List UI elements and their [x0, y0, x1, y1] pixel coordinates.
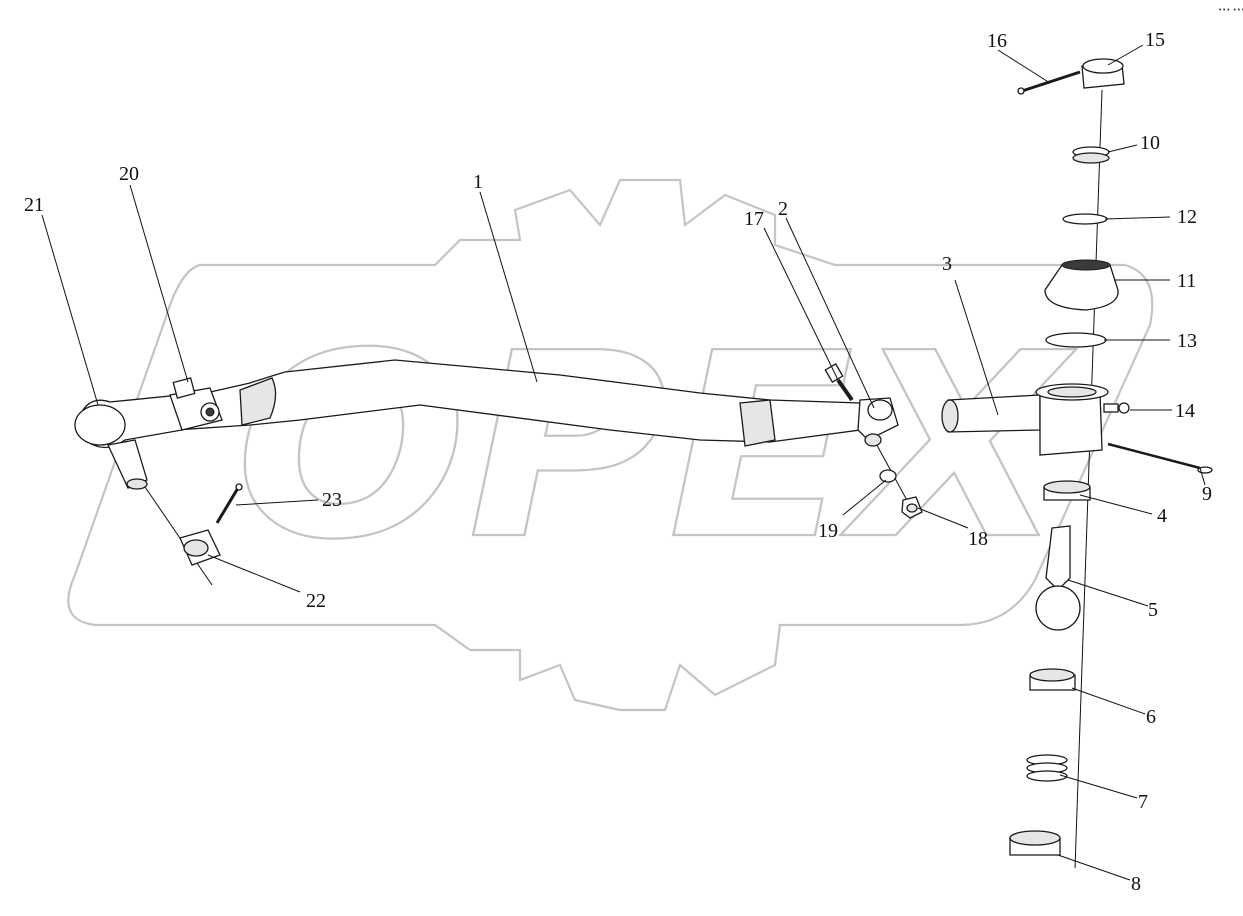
- callout-12: 12: [1177, 206, 1197, 228]
- callout-16: 16: [987, 30, 1007, 52]
- callout-13: 13: [1177, 330, 1197, 352]
- clamp-washer: [879, 469, 897, 483]
- callout-10: 10: [1140, 132, 1160, 154]
- callout-1: 1: [473, 171, 483, 193]
- callout-18: 18: [968, 528, 988, 550]
- callout-5: 5: [1148, 599, 1158, 621]
- bearing-upper: [1043, 480, 1091, 501]
- leader-lines: [41, 44, 1206, 881]
- callout-15: 15: [1145, 29, 1165, 51]
- watermark: OPEX: [67, 178, 1154, 712]
- callout-14: 14: [1175, 400, 1195, 422]
- callout-9: 9: [1202, 483, 1212, 505]
- watermark-gear-outline: [67, 178, 1154, 712]
- callout-7: 7: [1138, 791, 1148, 813]
- callout-11: 11: [1177, 270, 1196, 292]
- spring: [1026, 754, 1068, 782]
- callout-2: 2: [778, 198, 788, 220]
- watermark-text: OPEX: [235, 299, 1077, 596]
- callout-22: 22: [306, 590, 326, 612]
- callout-20: 20: [119, 163, 139, 185]
- clamp-nut: [901, 496, 923, 519]
- callout-8: 8: [1131, 873, 1141, 895]
- callout-17: 17: [744, 208, 764, 230]
- right-cotter-pin: [1107, 442, 1213, 474]
- callout-19: 19: [818, 520, 838, 542]
- ball-stud: [1035, 525, 1081, 631]
- callout-6: 6: [1146, 706, 1156, 728]
- callouts: 1 2 3 4 5 6 7 8 9 10 11 12 13 14 15 16 1…: [24, 6, 1243, 895]
- drag-link-tube: [174, 359, 861, 447]
- retaining-ring-lower: [1045, 332, 1107, 348]
- right-clamp: [857, 397, 899, 447]
- ball-seat: [1029, 668, 1076, 691]
- end-plug: [1009, 830, 1061, 856]
- left-clamp: [169, 377, 223, 431]
- seal-ring-top: [1072, 146, 1110, 164]
- left-cotter-pin: [215, 483, 243, 524]
- callout-21: 21: [24, 194, 44, 216]
- cotter-pin-top: [1017, 70, 1081, 95]
- left-castle-nut: [179, 529, 221, 566]
- callout-3: 3: [942, 253, 952, 275]
- retaining-ring-upper: [1062, 213, 1108, 225]
- left-ball-joint: [74, 394, 183, 490]
- grease-nipple: [1103, 402, 1130, 414]
- right-tie-rod-end: [941, 383, 1109, 456]
- dust-boot: [1044, 259, 1119, 311]
- corner-mark: ••• •••: [1218, 6, 1243, 14]
- callout-4: 4: [1157, 505, 1167, 527]
- castle-nut-top: [1081, 58, 1125, 89]
- callout-23: 23: [322, 489, 342, 511]
